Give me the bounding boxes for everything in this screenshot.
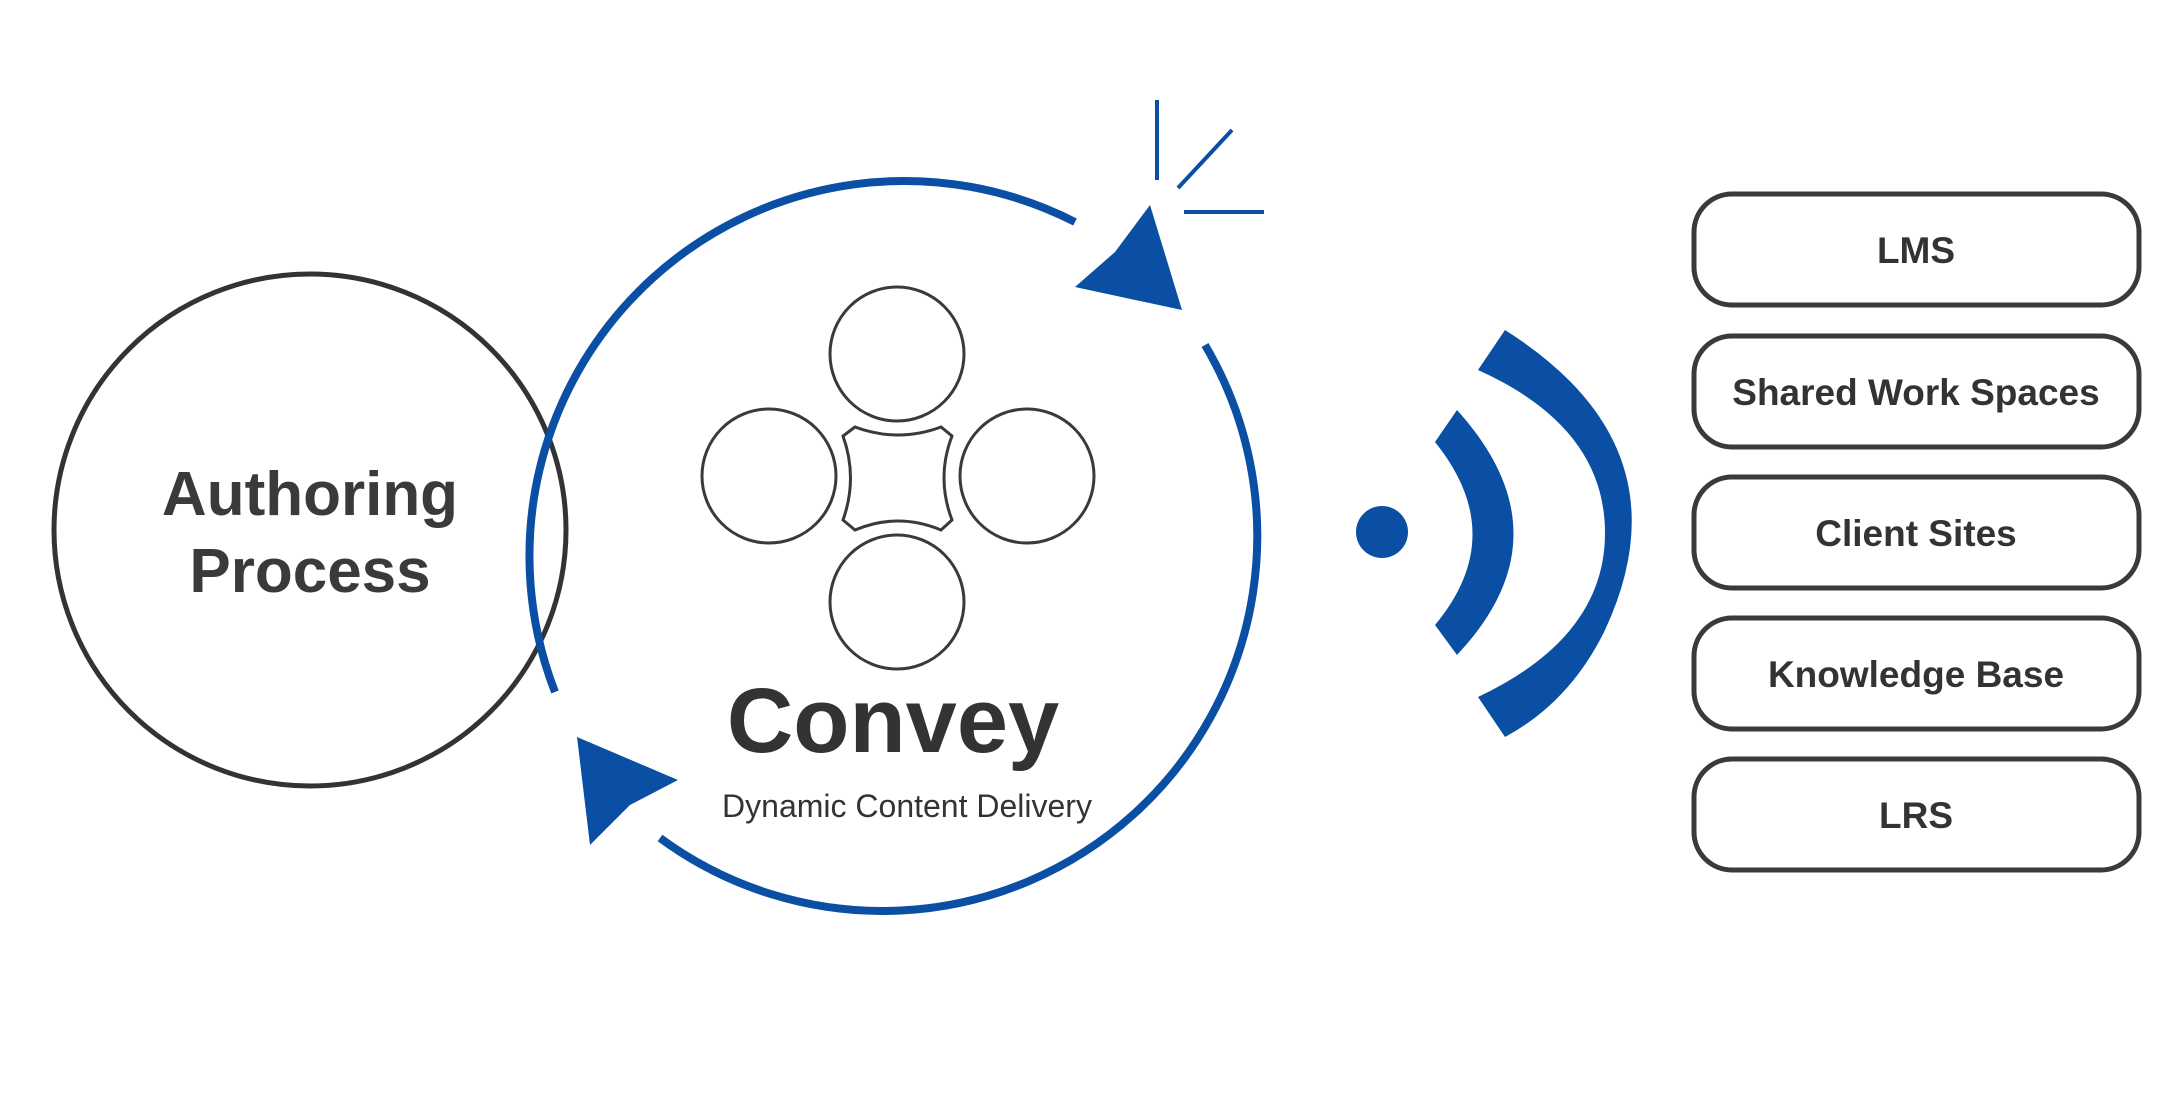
logo-connector [841, 425, 954, 532]
destination-client-sites[interactable]: Client Sites [1691, 474, 2142, 591]
authoring-circle [51, 271, 569, 789]
destination-label: Client Sites [1815, 513, 2017, 554]
authoring-label-line1: Authoring [162, 460, 458, 529]
broadcast-signal-icon [1356, 330, 1632, 737]
signal-wave-outer [1478, 330, 1632, 737]
logo-circle-left [700, 407, 838, 545]
cycle-arc-top [525, 176, 1077, 694]
destination-label: LMS [1877, 230, 1955, 271]
cycle-arrows-icon [525, 176, 1262, 915]
logo-circle-bottom [828, 533, 966, 671]
destination-box [1691, 474, 2142, 591]
cycle-arc-bottom [657, 342, 1262, 915]
destination-box [1691, 756, 2142, 873]
destination-label: Knowledge Base [1768, 654, 2064, 695]
destination-box [1691, 191, 2142, 308]
destination-shared-work-spaces[interactable]: Shared Work Spaces [1691, 333, 2142, 450]
destination-lms[interactable]: LMS [1691, 191, 2142, 308]
logo-circle-right [958, 407, 1096, 545]
destination-box [1691, 333, 2142, 450]
destination-knowledge-base[interactable]: Knowledge Base [1691, 615, 2142, 732]
cycle-arrowhead-bottom [577, 737, 678, 845]
spark-lines-icon [1155, 100, 1264, 214]
destination-list: LMS Shared Work Spaces Client Sites Know… [1691, 191, 2142, 873]
logo-circle-top [828, 285, 966, 423]
cycle-arrowhead-top [1075, 205, 1182, 310]
authoring-label-line2: Process [189, 537, 430, 606]
destination-label: LRS [1879, 795, 1953, 836]
signal-wave-inner [1435, 410, 1514, 655]
authoring-process-node: Authoring Process [51, 271, 569, 789]
convey-logo-icon [700, 285, 1096, 671]
destination-label: Shared Work Spaces [1732, 372, 2099, 413]
product-tagline: Dynamic Content Delivery [722, 788, 1092, 824]
product-name: Convey [727, 670, 1059, 772]
signal-dot [1356, 506, 1408, 558]
destination-box [1691, 615, 2142, 732]
destination-lrs[interactable]: LRS [1691, 756, 2142, 873]
